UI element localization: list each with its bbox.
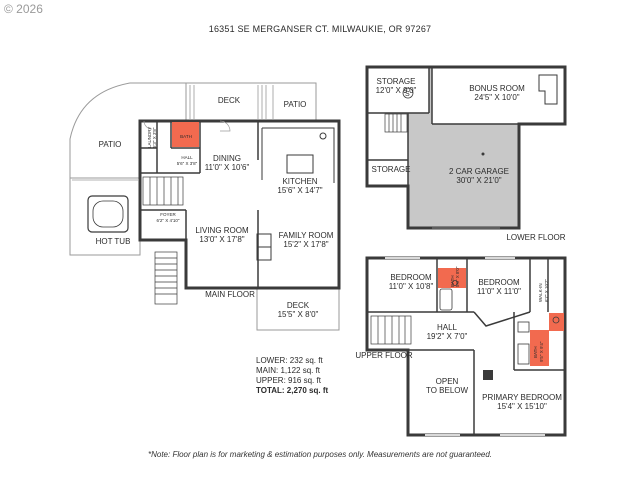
label-patio-left: PATIO (99, 140, 122, 149)
label-bath-main: BATH (180, 134, 192, 139)
label-foyer-dim: 6'2" X 4'10" (157, 218, 180, 223)
total-sum: TOTAL: 2,270 sq. ft (256, 386, 329, 395)
hot-tub (87, 195, 129, 233)
label-deck-bottom: DECK (287, 301, 310, 310)
label-garage-dim: 30'0" X 21'0" (456, 176, 501, 185)
total-upper: UPPER: 916 sq. ft (256, 376, 321, 385)
exterior-stairs (154, 251, 178, 305)
main-bath-fill (172, 122, 199, 147)
label-bedroom-right: BEDROOM (478, 278, 520, 287)
patio-left-outline (69, 82, 187, 179)
primary-wc-fill (549, 313, 564, 331)
label-family-dim: 15'2" X 17'8" (283, 240, 328, 249)
label-bath-primary: BATH (533, 346, 538, 358)
interior-stairs (142, 176, 184, 206)
label-bath-small: BATH (450, 275, 455, 287)
label-primary-bedroom-dim: 15'4" X 15'10" (497, 402, 547, 411)
label-open-2: TO BELOW (426, 386, 469, 395)
fireplace (256, 233, 272, 261)
label-dining: DINING (213, 154, 241, 163)
bonus-room-counter (538, 74, 558, 105)
label-open: OPEN (436, 377, 459, 386)
label-bedroom-left-dim: 11'0" X 10'8" (389, 282, 434, 291)
water-heater (402, 87, 414, 99)
label-bedroom-left: BEDROOM (390, 273, 432, 282)
label-lower-floor: LOWER FLOOR (506, 233, 565, 242)
label-bath-primary-dim: 9'5" X 9'4" (539, 341, 544, 362)
label-family: FAMILY ROOM (279, 231, 334, 240)
label-main-floor: MAIN FLOOR (205, 290, 255, 299)
deck-bottom-outline (256, 288, 340, 331)
label-bedroom-right-dim: 11'0" X 11'0" (477, 287, 521, 296)
label-hot-tub: HOT TUB (96, 237, 131, 246)
svg-text:S: S (405, 91, 410, 98)
kitchen-counters (261, 127, 335, 183)
deck-top-outline (186, 82, 317, 121)
label-living: LIVING ROOM (195, 226, 249, 235)
label-primary-bedroom: PRIMARY BEDROOM (482, 393, 562, 402)
property-address: 16351 SE MERGANSER CT. MILWAUKIE, OR 972… (208, 24, 432, 34)
label-foyer: FOYER (160, 212, 176, 217)
label-deck-top: DECK (218, 96, 241, 105)
label-bonus-room-dim: 24'5" X 10'0" (474, 93, 519, 102)
label-storage-top: STORAGE (377, 77, 416, 86)
label-kitchen: KITCHEN (282, 177, 317, 186)
label-bonus-room: BONUS ROOM (469, 84, 525, 93)
label-kitchen-dim: 15'6" X 14'7" (277, 186, 322, 195)
total-main: MAIN: 1,122 sq. ft (256, 366, 321, 375)
upper-floor-plan (365, 256, 567, 437)
label-garage: 2 CAR GARAGE (449, 167, 509, 176)
label-hall-main: HALL (181, 155, 193, 160)
label-walkin-dim: 6'7" X 10'2" (544, 279, 549, 302)
chimney (483, 370, 493, 380)
label-dining-dim: 11'0" X 10'6" (205, 163, 250, 172)
storage-side-fill (367, 113, 408, 186)
main-exterior-walls (138, 119, 341, 290)
upper-stairs (370, 315, 412, 345)
total-lower: LOWER: 232 sq. ft (256, 356, 323, 365)
lower-stairs (384, 113, 408, 133)
main-floor-plan (69, 82, 341, 331)
watermark: © 2026 (4, 2, 43, 16)
label-laundry-dim: 5'3" X 3'8" (152, 127, 157, 148)
primary-bath-fill (530, 330, 549, 366)
label-living-dim: 13'0" X 17'8" (199, 235, 244, 244)
label-patio-top: PATIO (284, 100, 307, 109)
label-bath-small-dim: 5'0" X 8'0" (455, 266, 460, 287)
square-footage-totals: LOWER: 232 sq. ft MAIN: 1,122 sq. ft UPP… (256, 356, 328, 396)
label-walkin: WALK-IN (538, 283, 543, 302)
bonus-room-fill (432, 67, 565, 124)
storage-top-fill (367, 67, 429, 113)
upper-exterior-walls (365, 256, 567, 437)
upper-bath-small-fill (438, 268, 466, 288)
label-deck-bottom-dim: 15'5" X 8'0" (278, 310, 319, 319)
label-laundry: LAUNDRY (147, 127, 152, 148)
disclaimer-note: *Note: Floor plan is for marketing & est… (147, 450, 493, 459)
label-storage-top-dim: 12'0" X 9'0" (376, 86, 417, 95)
label-upper-floor: UPPER FLOOR (355, 351, 413, 360)
lower-floor-plan: S (365, 65, 567, 230)
label-hall-main-dim: 5'6" X 3'8" (177, 161, 198, 166)
label-hall-upper: HALL (437, 323, 458, 332)
label-hall-upper-dim: 19'2" X 7'0" (427, 332, 468, 341)
label-storage-side: STORAGE (372, 165, 411, 174)
